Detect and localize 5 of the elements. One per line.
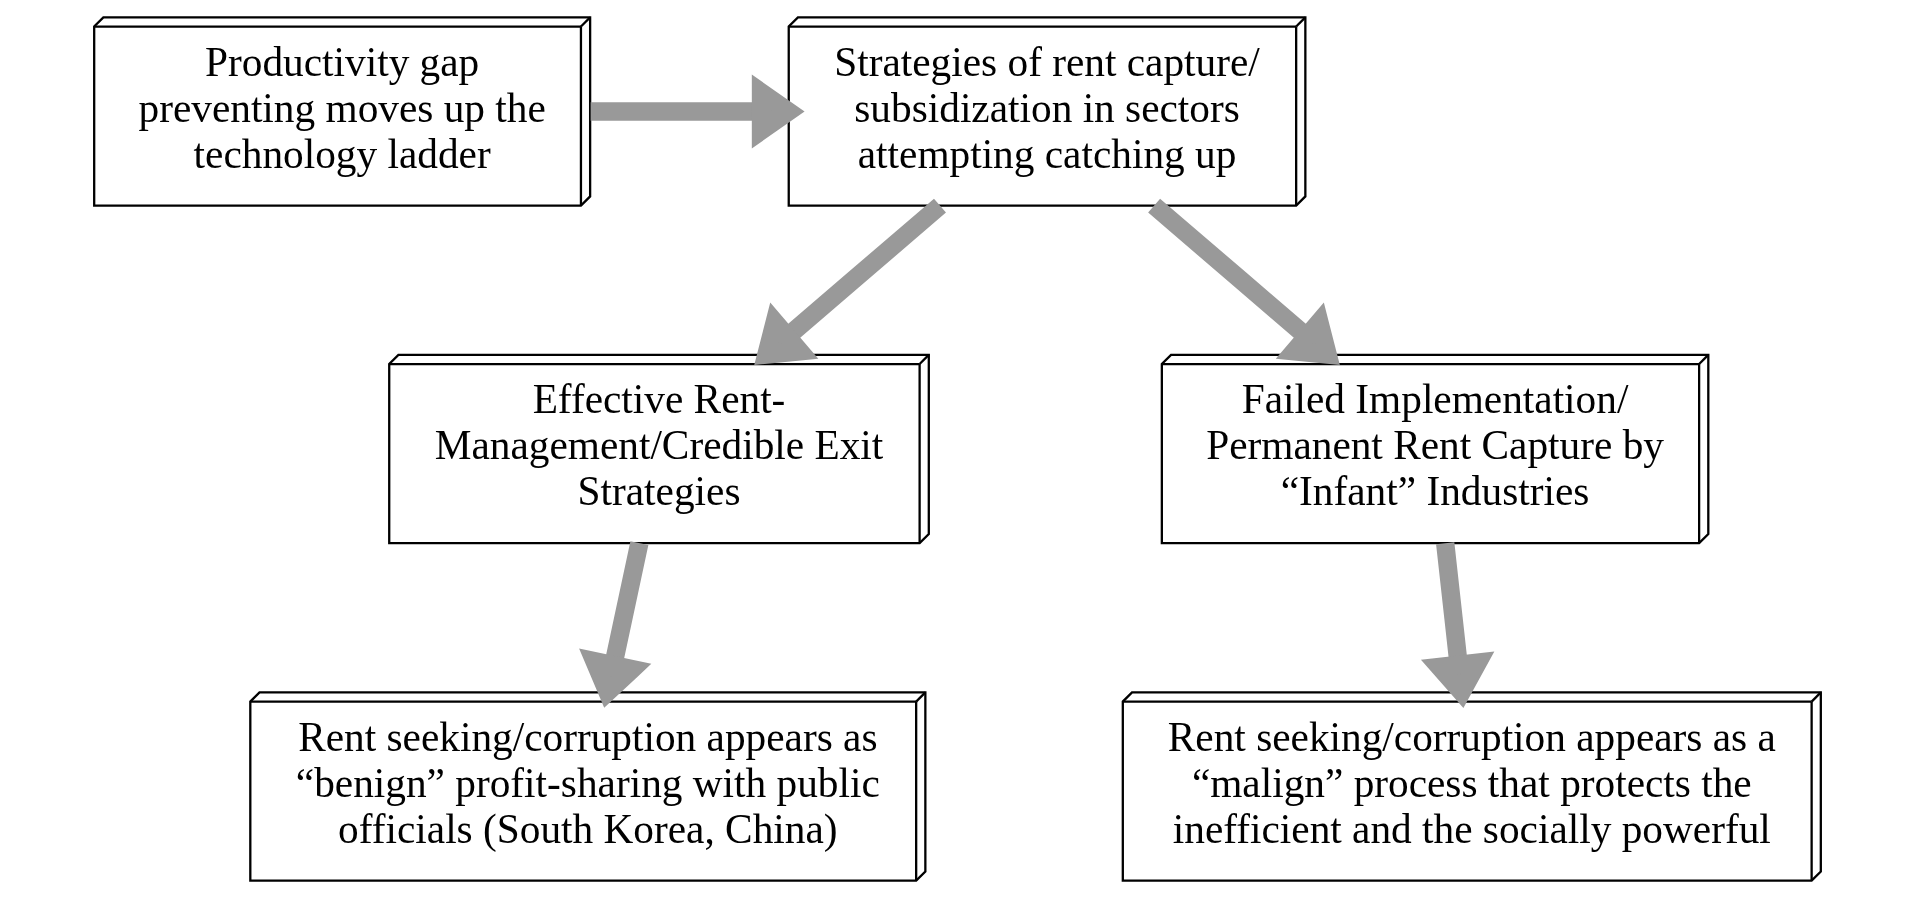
arrow [754, 198, 946, 365]
arrow [1420, 542, 1495, 708]
arrow [590, 74, 805, 149]
arrow [1148, 198, 1340, 365]
arrow [579, 541, 652, 708]
